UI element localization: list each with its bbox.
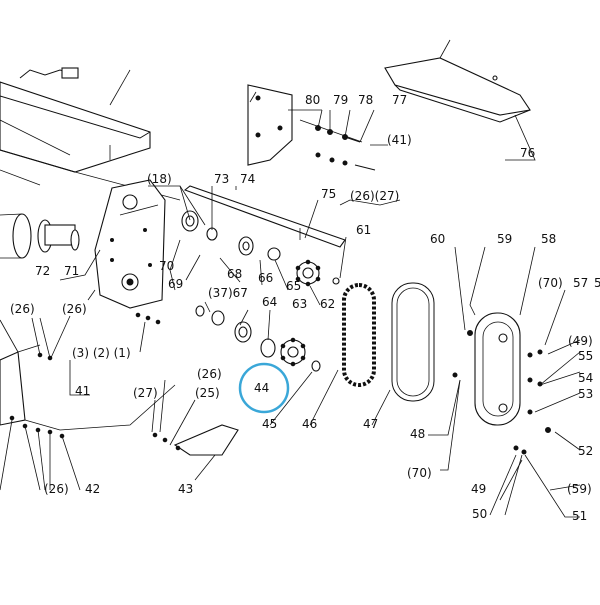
label-77: 77 bbox=[392, 93, 407, 107]
label-43: 43 bbox=[178, 482, 193, 496]
sprocket-45 bbox=[280, 337, 321, 372]
label-66: 66 bbox=[258, 271, 273, 285]
cover-plate-80 bbox=[247, 84, 293, 166]
bracket-43 bbox=[152, 424, 239, 456]
label-27: (27) bbox=[133, 386, 158, 400]
label-26-bottom: (26) bbox=[44, 482, 69, 496]
label-61: 61 bbox=[356, 223, 371, 237]
label-53: 53 bbox=[578, 387, 593, 401]
label-65: 65 bbox=[286, 279, 301, 293]
label-70: 70 bbox=[159, 259, 174, 273]
label-80: 80 bbox=[305, 93, 320, 107]
label-37-67: (37)67 bbox=[208, 286, 248, 300]
label-76: 76 bbox=[520, 146, 535, 160]
label-58: 58 bbox=[541, 232, 556, 246]
label-79: 79 bbox=[333, 93, 348, 107]
leader-lines bbox=[0, 109, 581, 518]
bearings-64-63 bbox=[195, 305, 276, 358]
gearbox-housing-71 bbox=[94, 179, 166, 309]
shield-76 bbox=[109, 39, 531, 123]
label-64: 64 bbox=[262, 295, 277, 309]
label-26-27: (26)(27) bbox=[350, 189, 399, 203]
hub-72 bbox=[0, 213, 80, 259]
label-45: 45 bbox=[262, 417, 277, 431]
bearing-73 bbox=[181, 210, 199, 232]
label-71: 71 bbox=[64, 264, 79, 278]
bolts-79-78-77 bbox=[299, 119, 376, 171]
chain-46 bbox=[342, 283, 376, 387]
gasket-47 bbox=[391, 282, 435, 402]
chain-case-58 bbox=[474, 312, 521, 426]
label-42: 42 bbox=[85, 482, 100, 496]
label-26-left-a: (26) bbox=[10, 302, 35, 316]
label-25: (25) bbox=[195, 386, 220, 400]
label-5: 5 bbox=[594, 276, 600, 290]
label-75: 75 bbox=[321, 187, 336, 201]
label-63: 63 bbox=[292, 297, 307, 311]
shaft-75 bbox=[183, 185, 346, 248]
label-52: 52 bbox=[578, 444, 593, 458]
label-47: 47 bbox=[363, 417, 378, 431]
label-51: 51 bbox=[572, 509, 587, 523]
highlight-circle-44 bbox=[238, 362, 290, 414]
label-59-paren: (59) bbox=[567, 482, 592, 496]
label-60: 60 bbox=[430, 232, 445, 246]
label-57: 57 bbox=[573, 276, 588, 290]
label-49-paren: (49) bbox=[568, 334, 593, 348]
label-50: 50 bbox=[472, 507, 487, 521]
label-48: 48 bbox=[410, 427, 425, 441]
label-18: (18) bbox=[147, 172, 172, 186]
label-49: 49 bbox=[471, 482, 486, 496]
part-labels: 80 79 78 77 (41) 76 (18) 73 74 75 (26)(2… bbox=[10, 93, 600, 523]
ring-61 bbox=[332, 277, 340, 285]
label-59: 59 bbox=[497, 232, 512, 246]
label-46: 46 bbox=[302, 417, 317, 431]
label-70-right: (70) bbox=[538, 276, 563, 290]
label-78: 78 bbox=[358, 93, 373, 107]
label-73: 73 bbox=[214, 172, 229, 186]
frame-beam bbox=[0, 67, 181, 201]
label-41-top: (41) bbox=[387, 133, 412, 147]
label-72: 72 bbox=[35, 264, 50, 278]
label-54: 54 bbox=[578, 371, 593, 385]
label-55: 55 bbox=[578, 349, 593, 363]
lower-frame bbox=[0, 312, 176, 439]
label-70-bottom: (70) bbox=[407, 466, 432, 480]
label-74: 74 bbox=[240, 172, 255, 186]
sprocket-62 bbox=[295, 259, 321, 287]
label-68: 68 bbox=[227, 267, 242, 281]
label-62: 62 bbox=[320, 297, 335, 311]
label-44: 44 bbox=[254, 381, 269, 395]
label-41: 41 bbox=[75, 384, 90, 398]
bearings-68-66 bbox=[238, 236, 281, 261]
label-26-left-b: (26) bbox=[62, 302, 87, 316]
label-3-2-1: (3) (2) (1) bbox=[72, 346, 131, 360]
label-26-mid: (26) bbox=[197, 367, 222, 381]
label-69: 69 bbox=[168, 277, 183, 291]
